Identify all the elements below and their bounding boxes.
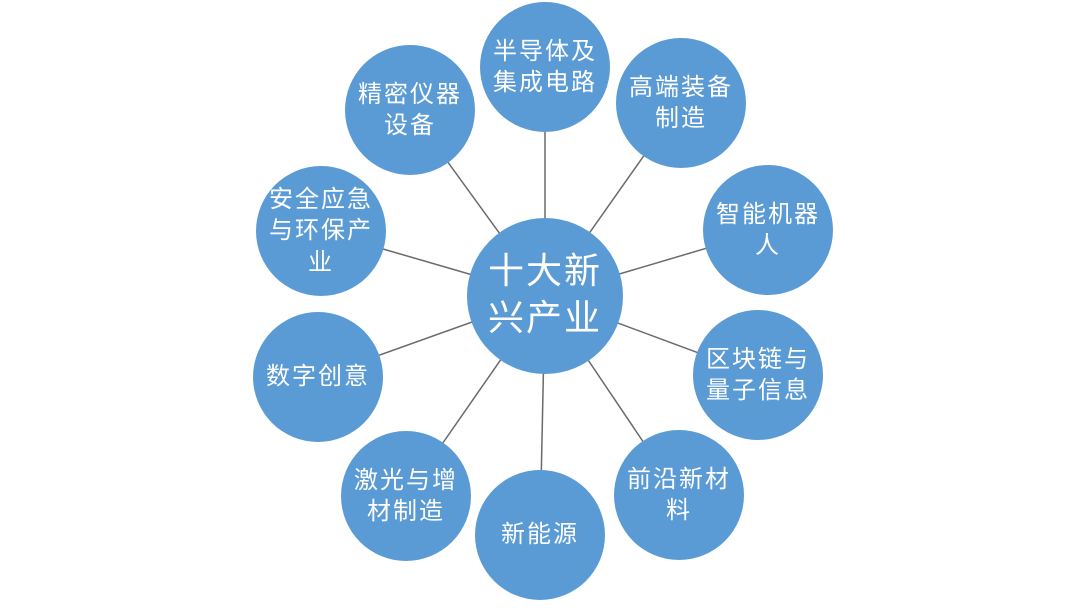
- node-label: 安全应急 与环保产 业: [269, 185, 373, 276]
- node-digital-creativity: 数字创意: [253, 312, 383, 442]
- node-laser-additive: 激光与增 材制造: [341, 431, 471, 561]
- node-precision-instruments: 精密仪器 设备: [345, 45, 475, 175]
- node-label: 新能源: [501, 520, 579, 549]
- node-label: 高端装备 制造: [629, 72, 733, 132]
- node-safety-environmental: 安全应急 与环保产 业: [256, 166, 386, 296]
- node-label: 半导体及 集成电路: [493, 36, 597, 96]
- node-label: 智能机器 人: [716, 199, 820, 259]
- node-high-end-equipment: 高端装备 制造: [616, 38, 746, 168]
- node-frontier-materials: 前沿新材 料: [614, 430, 744, 560]
- node-label: 数字创意: [266, 362, 370, 391]
- node-label: 精密仪器 设备: [358, 79, 462, 139]
- node-new-energy: 新能源: [475, 470, 605, 600]
- node-blockchain-quantum: 区块链与 量子信息: [693, 310, 823, 440]
- node-label: 激光与增 材制造: [354, 465, 458, 525]
- hub-label: 十大新 兴产业: [487, 251, 602, 339]
- hub-ten-emerging-industries: 十大新 兴产业: [467, 218, 623, 374]
- node-label: 区块链与 量子信息: [706, 344, 810, 404]
- node-semiconductor-ic: 半导体及 集成电路: [480, 2, 610, 132]
- node-intelligent-robots: 智能机器 人: [703, 165, 833, 295]
- node-label: 前沿新材 料: [627, 464, 731, 524]
